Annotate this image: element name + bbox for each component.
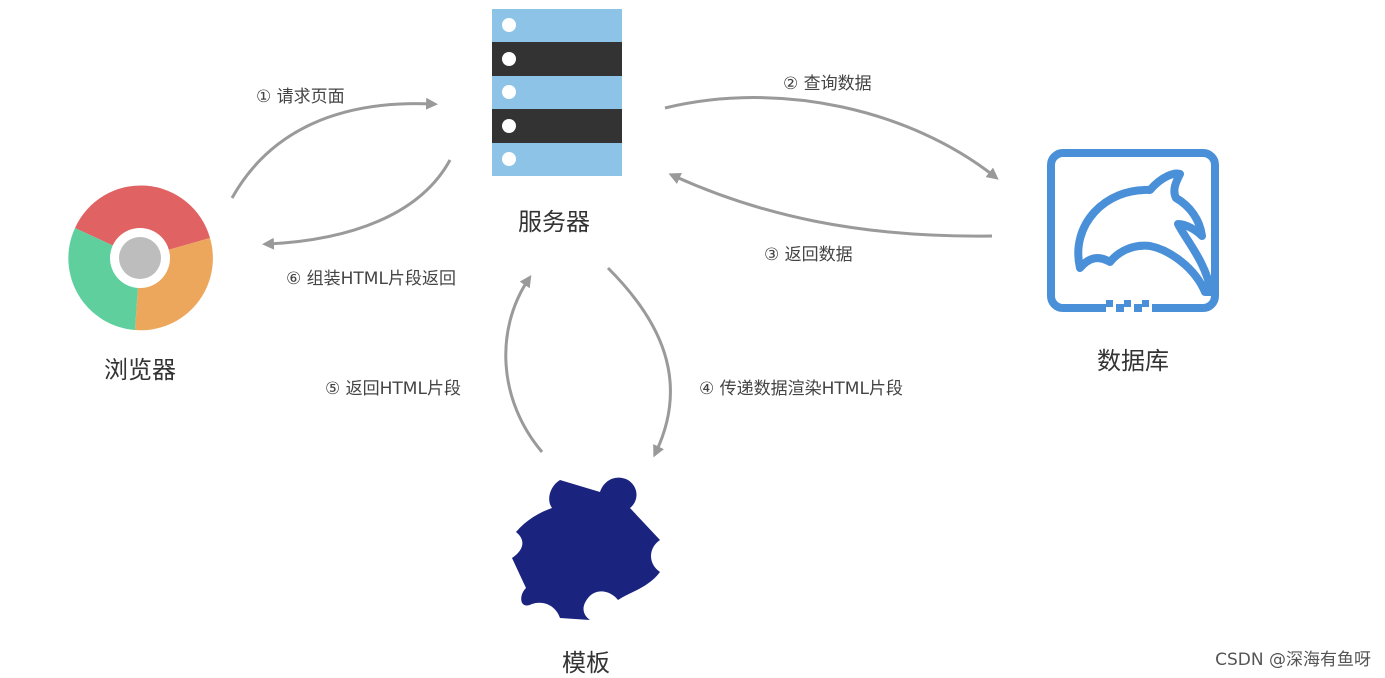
template-puzzle-icon xyxy=(512,477,660,620)
arrow-request-page xyxy=(230,97,438,199)
arrow-return-data xyxy=(668,173,993,238)
arrow-assemble-return xyxy=(262,159,452,250)
browser-label: 浏览器 xyxy=(104,356,176,384)
server-label: 服务器 xyxy=(518,208,590,236)
step-return-data-label: ③ 返回数据 xyxy=(764,245,853,265)
database-icon xyxy=(1047,149,1219,312)
arrow-render-fragment xyxy=(606,266,672,458)
database-label: 数据库 xyxy=(1097,347,1169,375)
step-request-page-label: ① 请求页面 xyxy=(256,87,345,107)
step-render-fragment-label: ④ 传递数据渲染HTML片段 xyxy=(699,379,903,399)
step-return-fragment-label: ⑤ 返回HTML片段 xyxy=(325,379,461,399)
server-icon xyxy=(492,9,622,176)
watermark-text: CSDN @深海有鱼呀 xyxy=(1215,650,1371,670)
arrow-return-fragment xyxy=(504,274,544,453)
browser-icon xyxy=(68,185,213,331)
arrow-query-data xyxy=(664,96,999,180)
template-label: 模板 xyxy=(562,649,610,677)
step-assemble-return-label: ⑥ 组装HTML片段返回 xyxy=(286,269,456,289)
step-query-data-label: ② 查询数据 xyxy=(783,74,872,94)
